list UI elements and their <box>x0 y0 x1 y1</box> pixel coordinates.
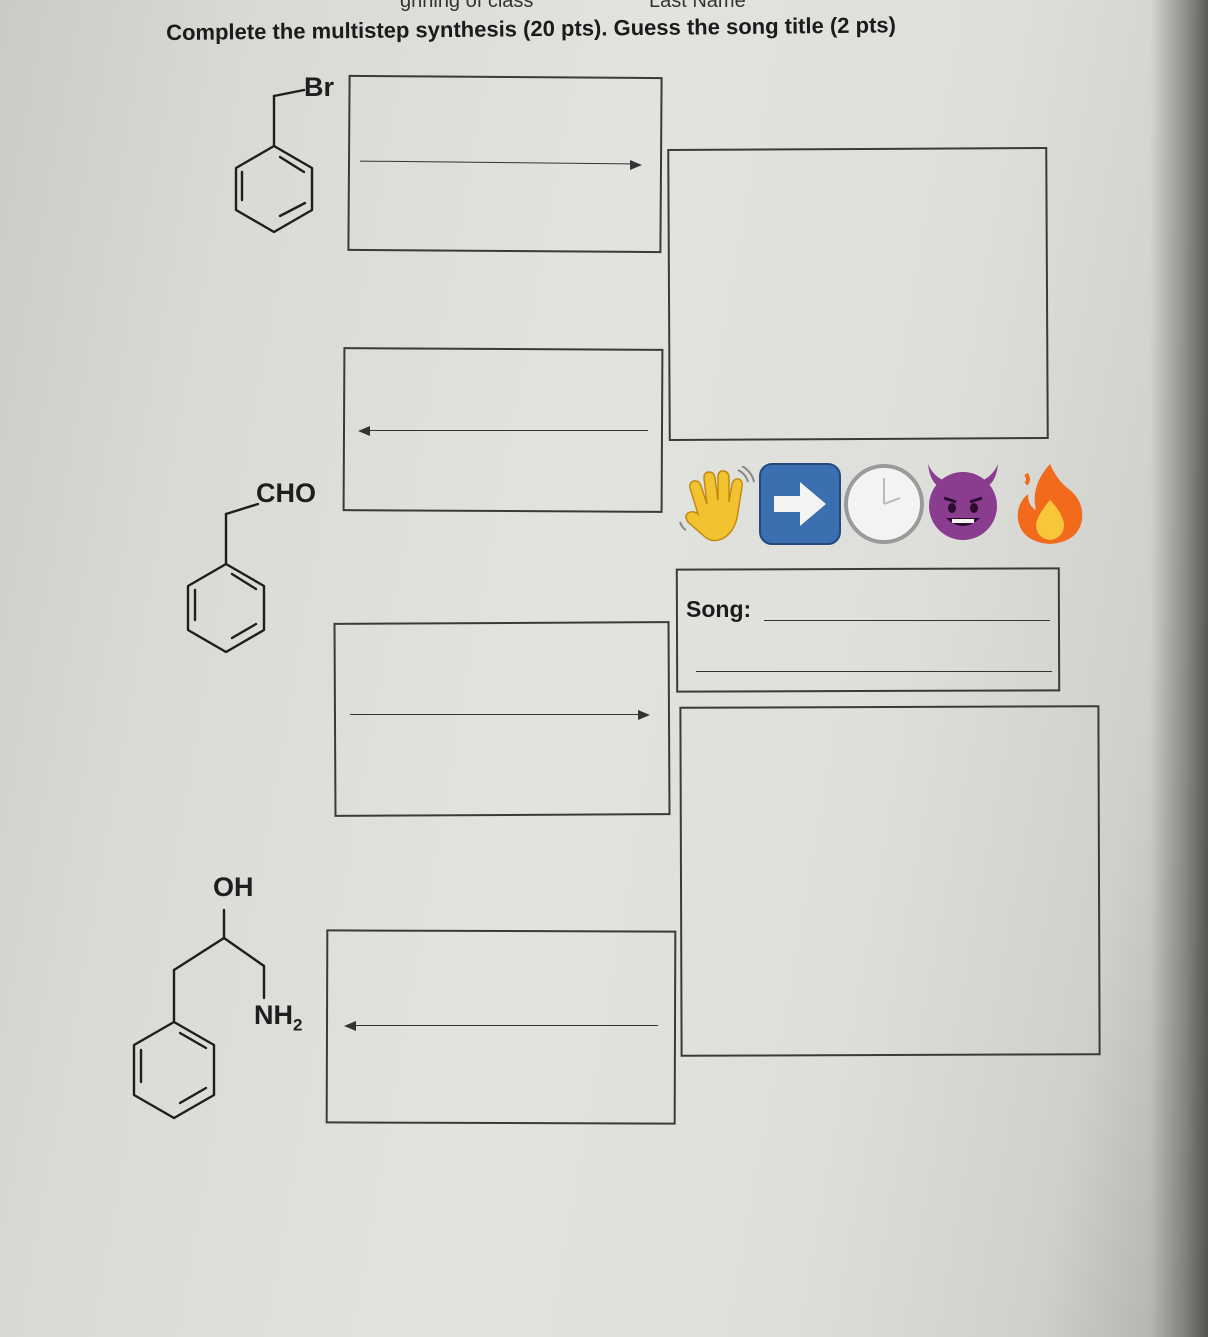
product-box-1[interactable] <box>667 147 1049 441</box>
amine-label: NH2 <box>254 1000 302 1035</box>
clock-icon <box>844 464 924 544</box>
song-label: Song: <box>686 596 752 622</box>
amino-alcohol-structure <box>132 908 266 1120</box>
amine-n-label: NH <box>254 1000 293 1030</box>
waving-hand-icon <box>679 466 755 542</box>
smiling-devil-icon <box>928 464 998 540</box>
reagent-box-3[interactable] <box>333 621 671 817</box>
arrow-head-4 <box>344 1021 356 1031</box>
song-answer-box[interactable] <box>675 567 1061 693</box>
arrow-head-2 <box>358 426 370 436</box>
page-edge-shadow <box>1150 0 1208 1337</box>
song-blank-line-1[interactable] <box>764 620 1050 621</box>
arrow-head-1 <box>630 160 642 170</box>
song-blank-line-2[interactable] <box>696 671 1052 672</box>
phenylacetaldehyde-structure <box>186 502 266 654</box>
bromine-label: Br <box>304 72 335 102</box>
fire-icon <box>1017 464 1083 544</box>
amine-subscript: 2 <box>293 1015 303 1035</box>
product-box-2[interactable] <box>679 705 1101 1057</box>
reaction-arrow-3 <box>350 714 638 715</box>
question-title: Complete the multistep synthesis (20 pts… <box>166 12 897 45</box>
right-arrow-icon <box>759 463 841 545</box>
header-right-fragment: Last Name <box>648 0 746 12</box>
reaction-arrow-2 <box>370 430 648 431</box>
reaction-arrow-4 <box>356 1025 658 1026</box>
header-fragment: gnning of class Last Name <box>400 0 856 13</box>
arrow-head-3 <box>638 710 650 720</box>
reagent-box-4[interactable] <box>325 929 677 1125</box>
aldehyde-label: CHO <box>256 478 316 508</box>
benzyl-bromide-structure <box>234 88 314 234</box>
hydroxyl-label: OH <box>213 872 254 902</box>
header-left-fragment: gnning of class <box>400 0 534 12</box>
